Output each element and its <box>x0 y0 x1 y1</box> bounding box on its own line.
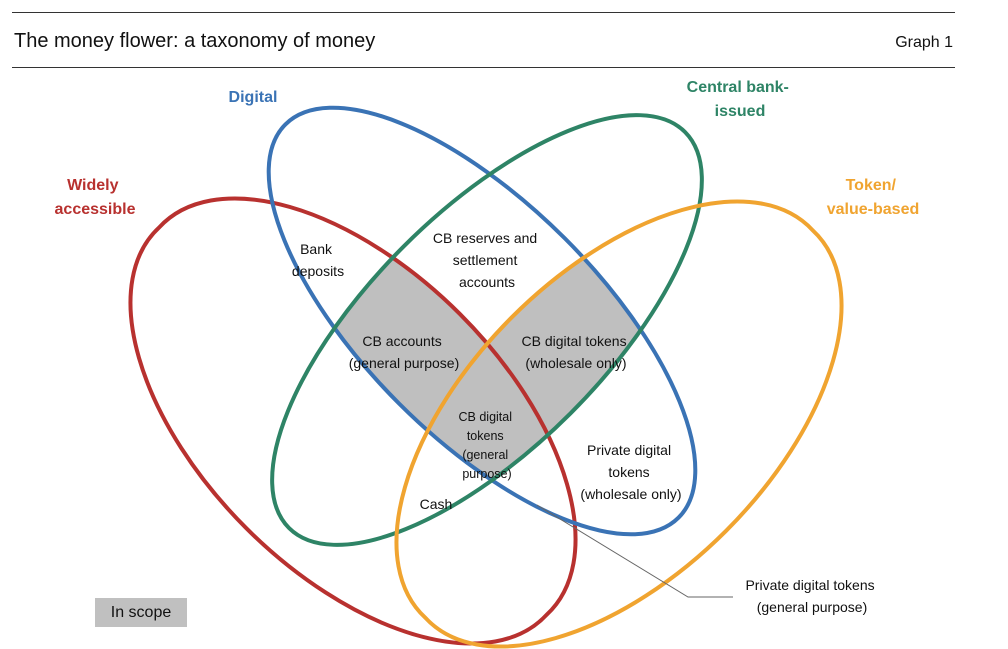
widely-accessible-label: Widely accessible <box>55 177 136 218</box>
in-scope-legend: In scope <box>95 598 187 627</box>
page-title: The money flower: a taxonomy of money <box>14 30 376 52</box>
private-tokens-wholesale-label: Private digital tokens (wholesale only) <box>580 442 681 502</box>
private-tokens-general-label: Private digital tokens (general purpose) <box>745 577 878 615</box>
connector-line <box>536 504 733 598</box>
token-label: Token/ value-based <box>827 177 919 218</box>
title-rule <box>12 67 955 68</box>
digital-ellipse <box>266 105 698 537</box>
cb-accounts-label: CB accounts (general purpose) <box>349 333 460 371</box>
token-ellipse <box>394 199 844 649</box>
central-bank-label: Central bank- issued <box>687 79 794 120</box>
cb-tokens-wholesale-label: CB digital tokens (wholesale only) <box>522 333 631 371</box>
digital-label: Digital <box>229 89 278 106</box>
graph-number: Graph 1 <box>895 34 953 51</box>
cash-label: Cash <box>420 496 453 512</box>
cb-tokens-general-label: CB digital tokens (general purpose) <box>459 410 516 481</box>
central-bank-ellipse <box>270 113 704 547</box>
cb-reserves-label: CB reserves and settlement accounts <box>433 230 541 290</box>
bank-deposits-label: Bank deposits <box>292 241 344 279</box>
widely-accessible-ellipse <box>128 196 578 646</box>
top-rule <box>12 12 955 13</box>
